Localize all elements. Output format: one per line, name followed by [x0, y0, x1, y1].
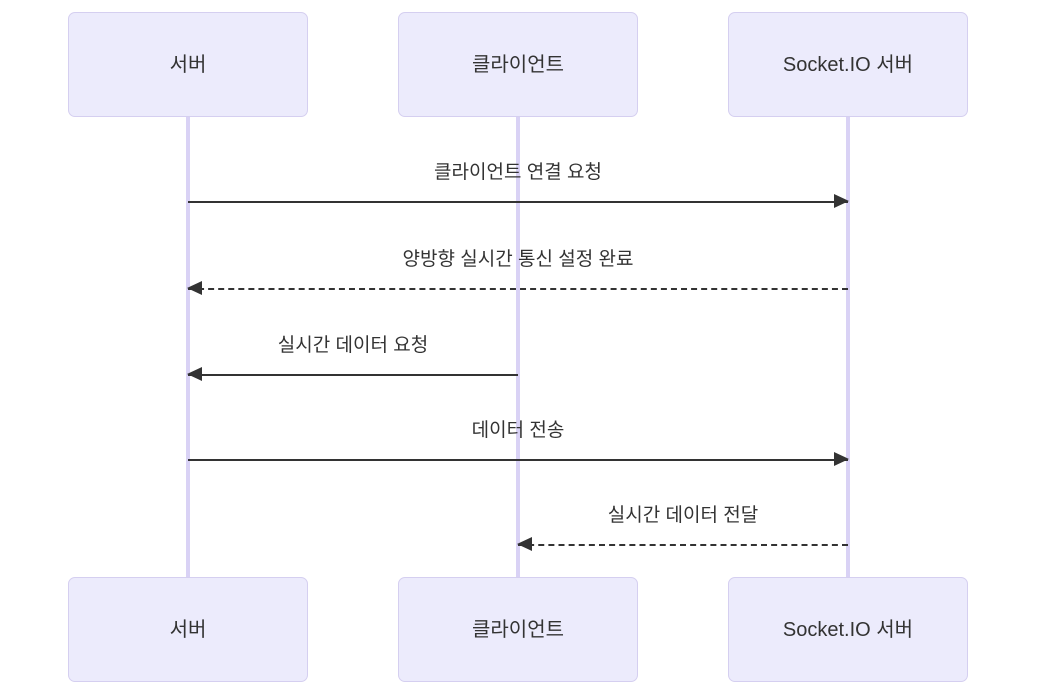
participant-label-socketio-bottom: Socket.IO 서버: [782, 618, 914, 641]
lifeline-server: [186, 117, 190, 577]
participant-box-socketio-bottom[interactable]: Socket.IO 서버: [728, 577, 968, 682]
arrowhead-right-icon: [834, 452, 849, 466]
participant-label-client-bottom: 클라이언트: [472, 618, 564, 641]
participant-label-server-top: 서버: [169, 53, 207, 76]
message-1-label: 클라이언트 연결 요청: [434, 162, 602, 183]
participant-box-server-top[interactable]: 서버: [68, 12, 308, 117]
message-3-line: [188, 374, 518, 376]
lifeline-socketio: [846, 117, 850, 577]
participant-box-client-top[interactable]: 클라이언트: [398, 12, 638, 117]
participant-label-server-bottom: 서버: [169, 618, 207, 641]
participant-label-socketio-top: Socket.IO 서버: [782, 53, 914, 76]
participant-label-client-top: 클라이언트: [472, 53, 564, 76]
message-5-line: [518, 544, 848, 546]
message-4-label: 데이터 전송: [471, 420, 565, 441]
arrowhead-left-icon: [187, 367, 202, 381]
arrowhead-right-icon: [834, 194, 849, 208]
lifeline-client: [516, 117, 520, 577]
message-2-line: [188, 288, 848, 290]
arrowhead-left-icon: [517, 537, 532, 551]
arrowhead-left-icon: [187, 281, 202, 295]
message-4-line: [188, 459, 848, 461]
participant-box-client-bottom[interactable]: 클라이언트: [398, 577, 638, 682]
message-3-label: 실시간 데이터 요청: [277, 335, 429, 356]
message-1-line: [188, 201, 848, 203]
participant-box-server-bottom[interactable]: 서버: [68, 577, 308, 682]
message-5-label: 실시간 데이터 전달: [607, 505, 759, 526]
message-2-label: 양방향 실시간 통신 설정 완료: [402, 249, 634, 270]
participant-box-socketio-top[interactable]: Socket.IO 서버: [728, 12, 968, 117]
